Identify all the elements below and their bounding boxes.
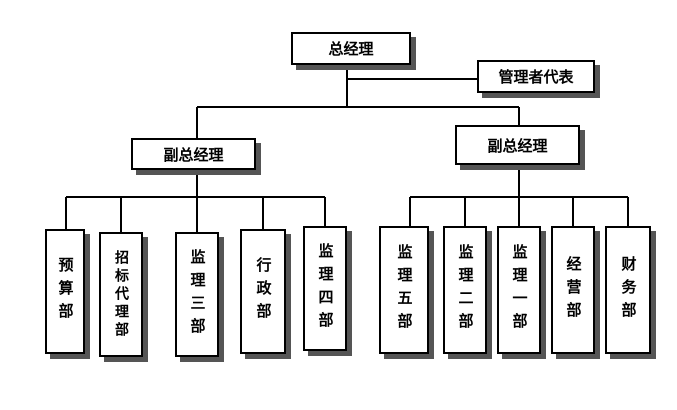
- dept-finance-label: 财务部: [619, 255, 638, 325]
- dept-supervision-4: 监理四部: [303, 226, 347, 351]
- dept-supervision-3-label: 监理三部: [188, 248, 207, 341]
- dept-supervision-1-label: 监理一部: [510, 244, 529, 336]
- vp-right-box: 副总经理: [455, 125, 580, 165]
- ceo-box: 总经理: [291, 32, 411, 65]
- management-rep-label: 管理者代表: [498, 68, 574, 86]
- dept-bidding-agency-label: 招标代理部: [113, 249, 129, 340]
- dept-business: 经营部: [551, 226, 595, 354]
- dept-admin-label: 行政部: [254, 257, 273, 326]
- management-rep-box: 管理者代表: [477, 60, 595, 93]
- dept-supervision-5-label: 监理五部: [395, 244, 414, 336]
- vp-left-box: 副总经理: [131, 138, 256, 170]
- dept-supervision-2: 监理二部: [443, 226, 487, 354]
- dept-budget-label: 预算部: [56, 257, 75, 326]
- dept-business-label: 经营部: [564, 255, 583, 325]
- dept-supervision-1: 监理一部: [497, 226, 541, 354]
- vp-right-label: 副总经理: [487, 136, 548, 155]
- dept-bidding-agency: 招标代理部: [99, 232, 143, 357]
- dept-supervision-4-label: 监理四部: [316, 242, 335, 335]
- dept-admin: 行政部: [240, 229, 286, 354]
- dept-supervision-5: 监理五部: [379, 226, 429, 354]
- dept-budget: 预算部: [45, 229, 85, 354]
- vp-left-label: 副总经理: [163, 145, 224, 164]
- dept-finance: 财务部: [605, 226, 651, 354]
- dept-supervision-2-label: 监理二部: [456, 244, 475, 336]
- dept-supervision-3: 监理三部: [175, 232, 219, 357]
- ceo-label: 总经理: [328, 40, 374, 58]
